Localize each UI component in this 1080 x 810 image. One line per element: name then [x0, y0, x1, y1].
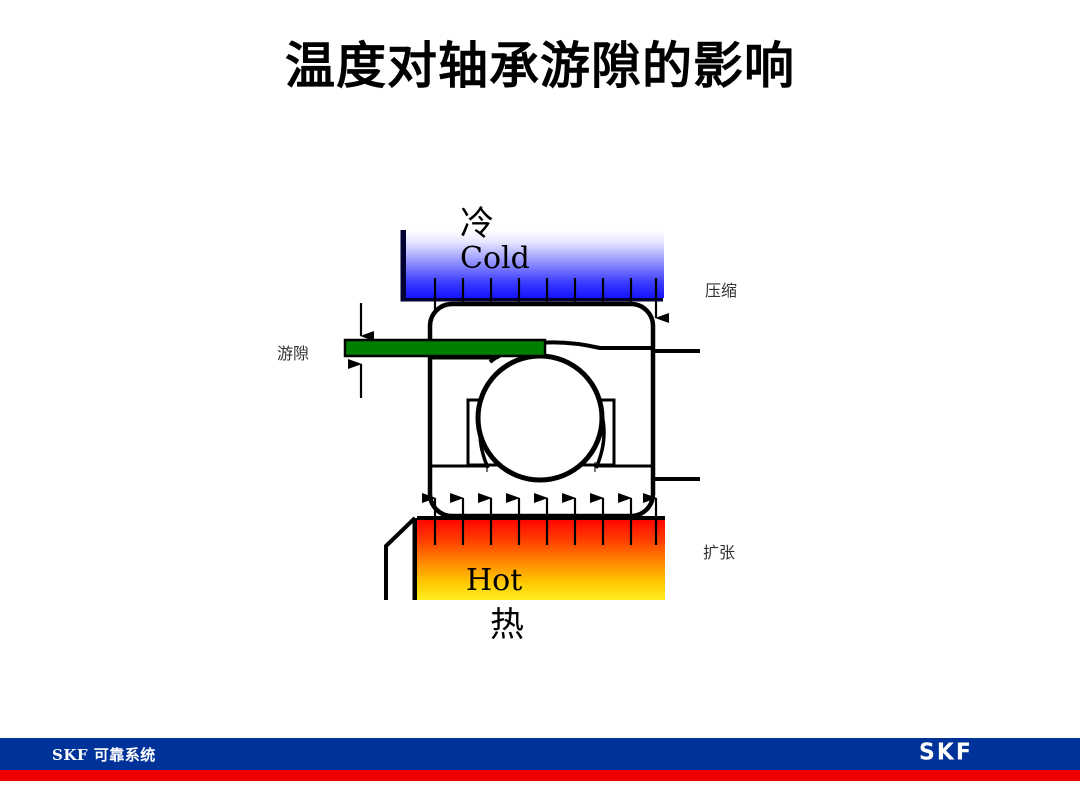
cold-arrow-stems [433, 278, 658, 298]
bearing-ball [475, 353, 605, 483]
hot-block-body [417, 518, 665, 600]
clearance-bar [343, 338, 547, 358]
expansion-label: 扩张 [703, 543, 736, 562]
compression-label: 压缩 [705, 281, 738, 300]
footer-brand-text: SKF 可靠系统 [52, 746, 156, 764]
clearance-indicator [343, 303, 547, 398]
clearance-label: 游隙 [277, 344, 310, 363]
footer-red-stripe [0, 770, 1080, 781]
hot-label-cn: 热 [490, 605, 524, 645]
page-title: 温度对轴承游隙的影响 [285, 36, 795, 95]
hot-block-group [384, 516, 665, 600]
heating-arrows [422, 493, 658, 516]
callout-leaders [653, 349, 700, 481]
skf-logo: SKF [913, 741, 979, 765]
hot-block-perspective-edge [384, 516, 417, 600]
cold-label-en: Cold [460, 241, 530, 276]
diagram-container: 冷 Cold Hot 热 压缩 扩张 游隙 [277, 204, 738, 645]
cold-block-body [406, 230, 664, 298]
cold-label-cn: 冷 [460, 204, 494, 244]
bearing-assembly [427, 301, 656, 519]
footer-bar [0, 738, 1080, 770]
hot-label-en: Hot [466, 563, 523, 598]
bearing-thermal-diagram-svg [343, 230, 700, 600]
hot-arrow-stems [433, 518, 658, 545]
cold-block-group [400, 230, 664, 302]
skf-logo-text: SKF [919, 739, 973, 766]
footer-white-base [0, 781, 1080, 810]
